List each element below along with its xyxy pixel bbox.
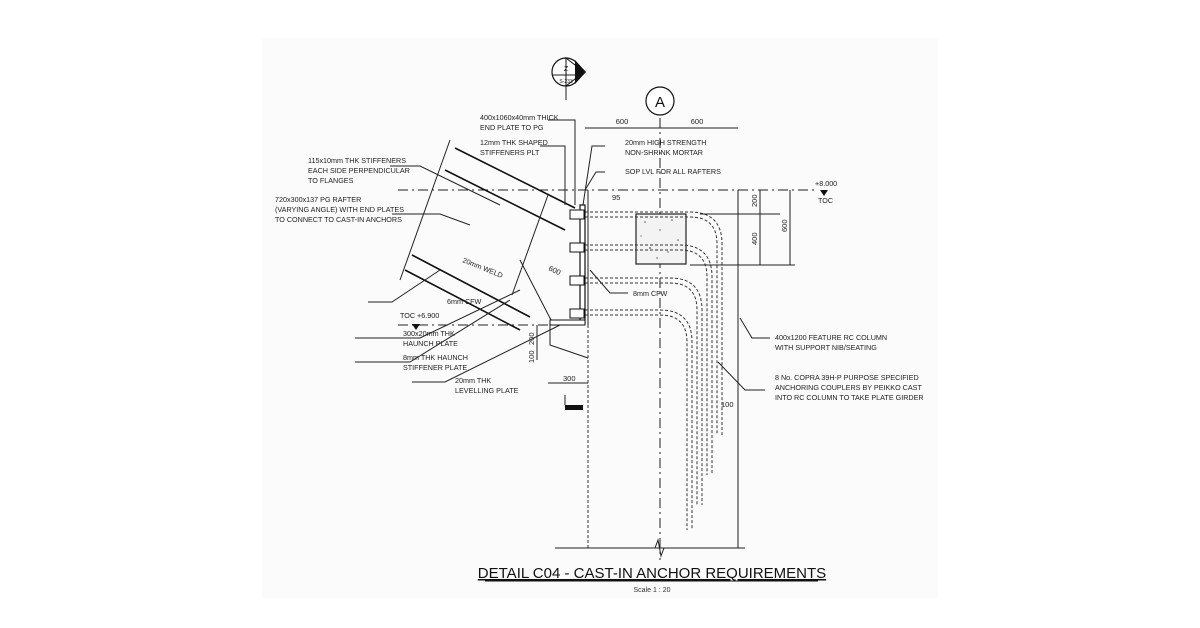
stiffeners-label-3: TO FLANGES: [308, 176, 354, 185]
column-label-2: WITH SUPPORT NIB/SEATING: [775, 343, 877, 352]
cfw8-label: 8mm CFW: [633, 289, 668, 298]
dim-100-nib: 100: [527, 350, 536, 363]
rafter-label-3: TO CONNECT TO CAST-IN ANCHORS: [275, 215, 402, 224]
grid-bubble: [645, 86, 675, 116]
couplers-label-3: INTO RC COLUMN TO TAKE PLATE GIRDER: [775, 393, 924, 402]
section-marker: [551, 56, 586, 100]
bolts: [569, 209, 585, 319]
rafter-label-2: (VARYING ANGLE) WITH END PLATES: [275, 205, 404, 214]
section-letter: Z: [564, 64, 569, 73]
lower-level-label: TOC +6.900: [400, 311, 439, 320]
bearing-pad: [635, 213, 687, 265]
dim-400: 400: [750, 232, 759, 245]
dim-600-haunch: 600: [547, 264, 562, 277]
haunch-plate-label-1: 300x20mm THK: [403, 329, 455, 338]
weld-label: 20mm WELD: [461, 256, 504, 280]
drawing-scale: Scale 1 : 20: [634, 587, 671, 594]
stiffeners-plt-label-2: STIFFENERS PLT: [480, 148, 540, 157]
haunch-plate-label-2: HAUNCH PLATE: [403, 339, 458, 348]
drawing-sheet: [262, 38, 938, 598]
end-plate-label-1: 400x1060x40mm THICK: [480, 113, 559, 122]
levelling-label-2: LEVELLING PLATE: [455, 386, 519, 395]
dim-300: 300: [563, 374, 576, 383]
column-label-1: 400x1200 FEATURE RC COLUMN: [775, 333, 887, 342]
cfw6-label: 6mm CFW: [447, 297, 482, 306]
couplers-label-1: 8 No. COPRA 39H-P PURPOSE SPECIFIED: [775, 373, 919, 382]
anchor-bars: [580, 211, 723, 530]
end-plate-label-2: END PLATE TO PG: [480, 123, 544, 132]
dim-200-top: 200: [750, 194, 759, 207]
dim-grid-left: 600: [616, 117, 629, 126]
sop-label: SOP LVL FOR ALL RAFTERS: [625, 167, 721, 176]
grid-bubble-label: A: [655, 94, 665, 111]
dim-600-total: 600: [780, 219, 789, 232]
toc-level-value: +8.000: [815, 179, 837, 188]
section-sheet: S-233: [559, 79, 573, 85]
toc-level-marker: [820, 190, 828, 196]
stiffeners-label-2: EACH SIDE PERPENDICULAR: [308, 166, 410, 175]
pg-rafter: [399, 139, 586, 331]
couplers-label-2: ANCHORING COUPLERS BY PEIKKO CAST: [775, 383, 922, 392]
rafter-label-1: 720x300x137 PG RAFTER: [275, 195, 361, 204]
leaders: [355, 119, 770, 391]
dim-grid-right: 600: [691, 117, 704, 126]
stiffeners-plt-label-1: 12mm THK SHAPED: [480, 138, 548, 147]
toc-level-name: TOC: [818, 196, 833, 205]
end-plate: [579, 204, 586, 324]
stiffeners-label-1: 115x10mm THK STIFFENERS: [308, 156, 406, 165]
dim-95: 95: [612, 193, 620, 202]
haunch-stiff-label-1: 8mm THK HAUNCH: [403, 353, 468, 362]
concrete-hatch: [640, 219, 679, 259]
levelling-plate: [565, 405, 583, 410]
dim-200-nib: 200: [527, 332, 536, 345]
support-nib: [549, 325, 589, 359]
drawing-title: DETAIL C04 - CAST-IN ANCHOR REQUIREMENTS: [478, 565, 826, 582]
mortar-label-1: 20mm HIGH STRENGTH: [625, 138, 706, 147]
break-symbol: [654, 538, 665, 558]
mortar-label-2: NON-SHRINK MORTAR: [625, 148, 703, 157]
dim-100-cover: 100: [721, 400, 734, 409]
haunch-stiff-label-2: STIFFENER PLATE: [403, 363, 467, 372]
lower-level-marker: [412, 324, 420, 330]
levelling-label-1: 20mm THK: [455, 376, 491, 385]
